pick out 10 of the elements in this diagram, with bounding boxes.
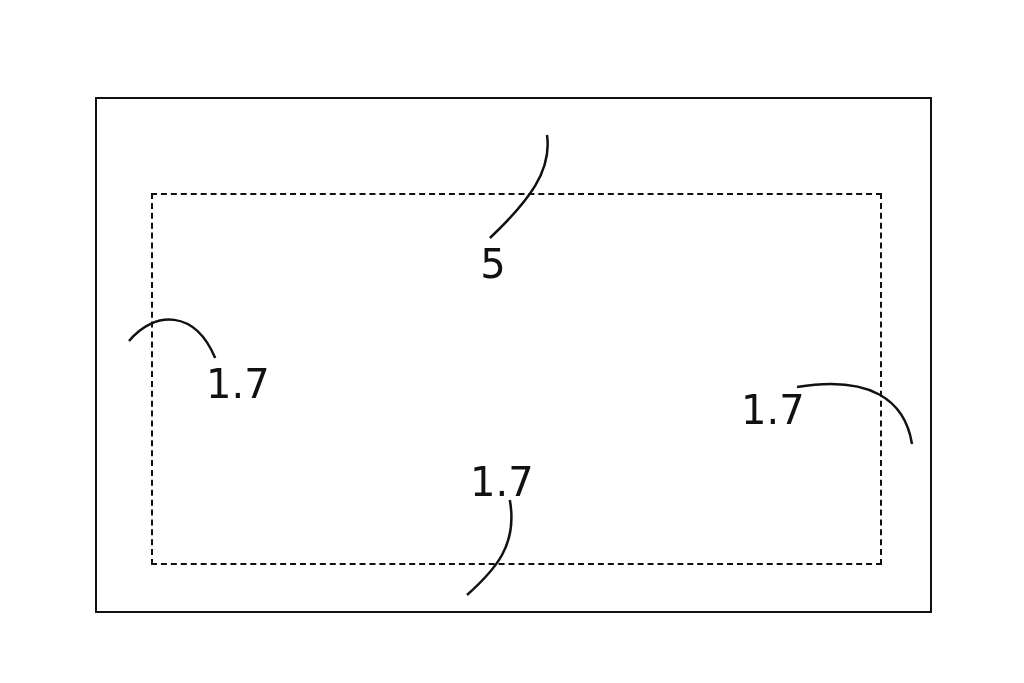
dimension-value: 1.7 (741, 388, 801, 432)
dimension-value: 1.7 (470, 460, 530, 504)
rectangle-outline (95, 97, 932, 613)
dimension-value: 1.7 (206, 362, 266, 406)
leader-line (796, 382, 914, 445)
dimension-value: 5 (479, 242, 507, 286)
leader-line (128, 318, 217, 359)
dashed-rectangle-outline (151, 193, 882, 565)
leader-line (466, 499, 513, 596)
leader-line (489, 134, 549, 239)
